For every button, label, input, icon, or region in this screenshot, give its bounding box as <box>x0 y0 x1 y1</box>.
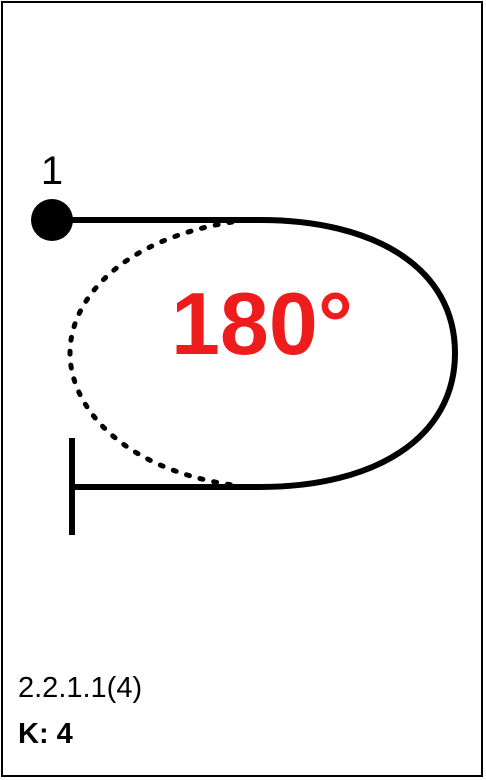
rotation-angle-label: 180° <box>171 274 353 373</box>
flight-path-solid <box>52 217 458 490</box>
flight-path-dotted-arc <box>67 219 235 488</box>
difficulty-coefficient: K: 4 <box>18 718 73 750</box>
figure-catalog-code: 2.2.1.1(4) <box>18 672 143 704</box>
start-number-label: 1 <box>41 149 63 193</box>
